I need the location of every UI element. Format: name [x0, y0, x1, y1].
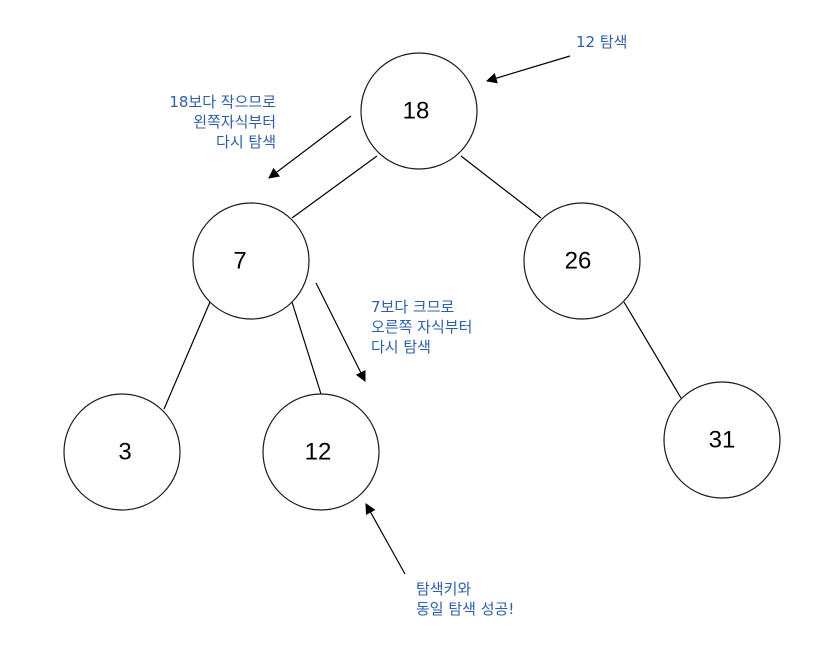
annotation-go-left: 18보다 작으므로 왼쪽자식부터 다시 탐색	[169, 92, 276, 152]
node-18: 18	[360, 52, 478, 170]
annotation-line: 18보다 작으므로	[169, 93, 276, 111]
node-31-label: 31	[709, 427, 736, 454]
node-7-label: 7	[233, 248, 246, 275]
annotation-search-key: 12 탐색	[576, 32, 627, 52]
arrow-search-start	[485, 55, 571, 84]
arrow-go-left	[268, 115, 352, 179]
node-18-label: 18	[403, 98, 430, 125]
annotation-go-right: 7보다 크므로 오른쪽 자식부터 다시 탐색	[371, 297, 472, 357]
arrow-found	[365, 503, 406, 575]
annotation-line: 동일 탐색 성공!	[416, 600, 515, 618]
annotation-line: 왼쪽자식부터	[193, 113, 276, 131]
annotation-line: 7보다 크므로	[371, 298, 455, 316]
node-7: 7	[192, 202, 310, 320]
node-26-label: 26	[565, 248, 592, 275]
edge-7-3	[163, 301, 211, 410]
annotation-search-key-text: 12 탐색	[576, 33, 628, 51]
edge-26-31	[623, 301, 682, 399]
edge-18-26	[460, 155, 542, 219]
node-12-label: 12	[305, 439, 332, 466]
edge-7-12	[291, 301, 322, 395]
annotation-line: 오른쪽 자식부터	[371, 318, 473, 336]
node-26: 26	[523, 202, 641, 320]
annotation-line: 다시 탐색	[216, 133, 276, 151]
annotation-line: 탐색키와	[416, 580, 472, 598]
node-31: 31	[663, 381, 781, 499]
annotation-found: 탐색키와 동일 탐색 성공!	[416, 579, 514, 619]
annotation-line: 다시 탐색	[371, 338, 431, 356]
node-3-label: 3	[118, 439, 131, 466]
arrow-go-right	[315, 282, 366, 382]
node-3: 3	[63, 393, 181, 511]
edge-18-7	[291, 155, 378, 219]
node-12: 12	[262, 393, 380, 511]
